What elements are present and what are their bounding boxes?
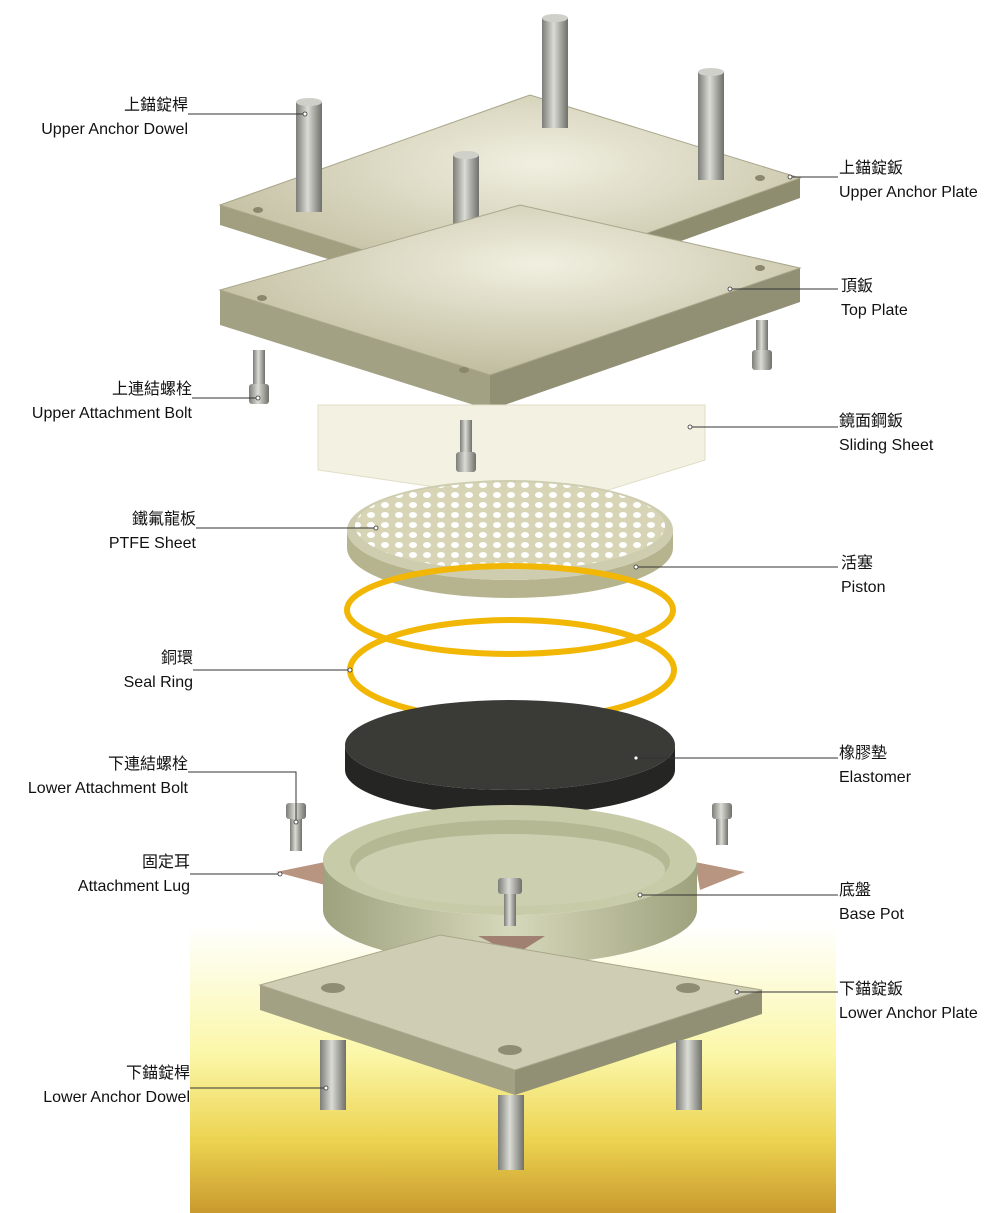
label-sliding-sheet: 鏡面鋼鈑 Sliding Sheet (839, 412, 933, 455)
label-en: PTFE Sheet (108, 535, 196, 552)
label-lower-anchor-plate: 下錨錠鈑 Lower Anchor Plate (839, 980, 978, 1023)
label-cn: 鏡面鋼鈑 (839, 411, 904, 430)
label-en: Base Pot (839, 906, 904, 923)
label-cn: 銅環 (160, 648, 193, 667)
label-cn: 活塞 (841, 553, 874, 572)
upper-attachment-bolts (249, 320, 772, 404)
label-ptfe-sheet: 鐵氟龍板 PTFE Sheet (109, 510, 196, 553)
label-upper-anchor-plate: 上錨錠鈑 Upper Anchor Plate (839, 159, 978, 202)
lower-attachment-bolts (286, 803, 732, 851)
label-piston: 活塞 Piston (841, 554, 885, 597)
sliding-sheet (317, 404, 706, 506)
label-attachment-lug: 固定耳 Attachment Lug (78, 853, 190, 896)
label-cn: 下錨錠鈑 (839, 979, 904, 998)
lower-anchor-dowels (320, 1040, 702, 1170)
label-lower-attachment-bolt: 下連結螺栓 Lower Attachment Bolt (28, 755, 188, 798)
seal-ring (344, 563, 676, 657)
label-cn: 下連結螺栓 (107, 754, 188, 773)
attachment-lug (695, 862, 745, 890)
lower-anchor-plate (258, 934, 763, 1095)
label-upper-anchor-dowel: 上錨錠桿 Upper Anchor Dowel (41, 96, 188, 139)
leader-dots (255, 111, 793, 1091)
label-en: Piston (841, 579, 886, 596)
label-cn: 橡膠墊 (839, 743, 888, 762)
label-en: Elastomer (839, 769, 912, 786)
label-en: Upper Anchor Dowel (41, 121, 188, 138)
label-en: Lower Anchor Plate (839, 1005, 978, 1022)
label-lower-anchor-dowel: 下錨錠桿 Lower Anchor Dowel (43, 1064, 190, 1107)
label-cn: 上錨錠鈑 (839, 158, 904, 177)
label-en: Upper Attachment Bolt (31, 405, 192, 422)
leader-lines (188, 113, 838, 1089)
label-cn: 上錨錠桿 (123, 95, 188, 114)
label-cn: 底盤 (839, 880, 872, 899)
label-en: Lower Attachment Bolt (27, 780, 188, 797)
label-en: Sliding Sheet (839, 437, 934, 454)
label-cn: 頂鈑 (841, 276, 874, 295)
label-cn: 上連結螺栓 (111, 379, 192, 398)
base-pot (276, 805, 745, 965)
label-en: Seal Ring (123, 674, 193, 691)
label-en: Upper Anchor Plate (839, 184, 978, 201)
label-en: Attachment Lug (77, 878, 190, 895)
label-elastomer: 橡膠墊 Elastomer (839, 744, 911, 787)
label-base-pot: 底盤 Base Pot (839, 881, 904, 924)
top-plate (218, 204, 802, 410)
label-seal-ring: 銅環 Seal Ring (124, 649, 193, 692)
label-cn: 固定耳 (141, 852, 190, 871)
label-cn: 鐵氟龍板 (131, 509, 196, 528)
center-bolt (456, 420, 476, 472)
label-en: Lower Anchor Dowel (43, 1089, 190, 1106)
label-cn: 下錨錠桿 (125, 1063, 190, 1082)
elastomer (345, 700, 675, 815)
attachment-lug (276, 862, 325, 885)
label-en: Top Plate (841, 302, 908, 319)
label-upper-attachment-bolt: 上連結螺栓 Upper Attachment Bolt (32, 380, 192, 423)
ptfe-sheet (355, 482, 665, 570)
label-top-plate: 頂鈑 Top Plate (841, 277, 908, 320)
